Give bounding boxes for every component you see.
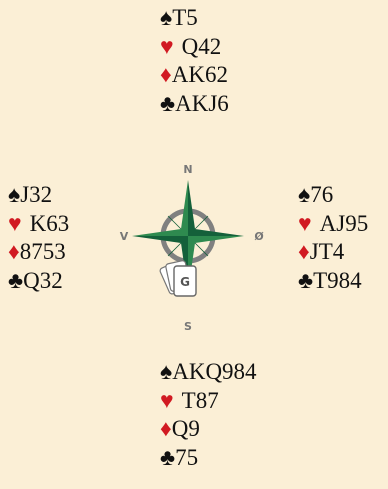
- west-hand: ♠J32 ♥ K63 ♦8753 ♣Q32: [8, 181, 69, 295]
- compass-rose-icon: G N S V Ø: [118, 158, 270, 334]
- south-hearts: T87: [182, 388, 219, 413]
- compass-west-label: V: [120, 230, 129, 243]
- north-diamonds: AK62: [172, 62, 228, 87]
- north-clubs: AKJ6: [175, 91, 229, 116]
- west-spades-line: ♠J32: [8, 181, 69, 210]
- compass-point-west-top: [132, 228, 188, 236]
- south-spades: AKQ984: [172, 359, 256, 384]
- spade-icon: ♠: [160, 4, 172, 33]
- east-hearts: AJ95: [320, 211, 369, 236]
- east-diamonds-line: ♦JT4: [298, 238, 368, 267]
- west-clubs-line: ♣Q32: [8, 267, 69, 296]
- east-clubs: T984: [313, 268, 362, 293]
- club-icon: ♣: [298, 267, 313, 296]
- club-icon: ♣: [160, 90, 175, 119]
- spade-icon: ♠: [160, 358, 172, 387]
- compass-south-label: S: [184, 320, 192, 333]
- diamond-icon: ♦: [8, 238, 20, 267]
- north-clubs-line: ♣AKJ6: [160, 90, 229, 119]
- east-hearts-line: ♥ AJ95: [298, 210, 368, 239]
- west-hearts-line: ♥ K63: [8, 210, 69, 239]
- compass-point-east-top: [188, 228, 244, 236]
- club-icon: ♣: [160, 444, 175, 473]
- compass-point-north-right: [188, 180, 196, 236]
- diamond-icon: ♦: [298, 238, 310, 267]
- south-hearts-line: ♥ T87: [160, 387, 257, 416]
- diamond-icon: ♦: [160, 415, 172, 444]
- compass-point-west-bottom: [132, 236, 188, 244]
- east-spades-line: ♠76: [298, 181, 368, 210]
- heart-icon: ♥: [8, 210, 22, 239]
- compass-east-label: Ø: [254, 230, 264, 243]
- center-card-label: G: [180, 275, 190, 289]
- north-hand: ♠T5 ♥ Q42 ♦AK62 ♣AKJ6: [160, 4, 229, 118]
- diamond-icon: ♦: [160, 61, 172, 90]
- club-icon: ♣: [8, 267, 23, 296]
- west-diamonds-line: ♦8753: [8, 238, 69, 267]
- west-diamonds: 8753: [20, 239, 66, 264]
- south-diamonds-line: ♦Q9: [160, 415, 257, 444]
- east-clubs-line: ♣T984: [298, 267, 368, 296]
- north-diamonds-line: ♦AK62: [160, 61, 229, 90]
- south-spades-line: ♠AKQ984: [160, 358, 257, 387]
- spade-icon: ♠: [8, 181, 20, 210]
- north-hearts: Q42: [182, 34, 222, 59]
- north-hearts-line: ♥ Q42: [160, 33, 229, 62]
- heart-icon: ♥: [160, 33, 174, 62]
- south-clubs: 75: [175, 445, 198, 470]
- north-spades-line: ♠T5: [160, 4, 229, 33]
- south-clubs-line: ♣75: [160, 444, 257, 473]
- east-diamonds: JT4: [310, 239, 345, 264]
- south-diamonds: Q9: [172, 416, 200, 441]
- compass-point-north-left: [180, 180, 188, 236]
- east-spades: 76: [310, 182, 333, 207]
- compass-point-east-bottom: [188, 236, 244, 244]
- south-hand: ♠AKQ984 ♥ T87 ♦Q9 ♣75: [160, 358, 257, 472]
- compass-rose: G N S V Ø: [118, 158, 270, 334]
- west-hearts: K63: [30, 211, 70, 236]
- heart-icon: ♥: [160, 387, 174, 416]
- spade-icon: ♠: [298, 181, 310, 210]
- cards-icon: G: [159, 260, 196, 296]
- compass-north-label: N: [183, 163, 192, 176]
- north-spades: T5: [172, 5, 198, 30]
- heart-icon: ♥: [298, 210, 312, 239]
- west-spades: J32: [20, 182, 52, 207]
- west-clubs: Q32: [23, 268, 63, 293]
- east-hand: ♠76 ♥ AJ95 ♦JT4 ♣T984: [298, 181, 368, 295]
